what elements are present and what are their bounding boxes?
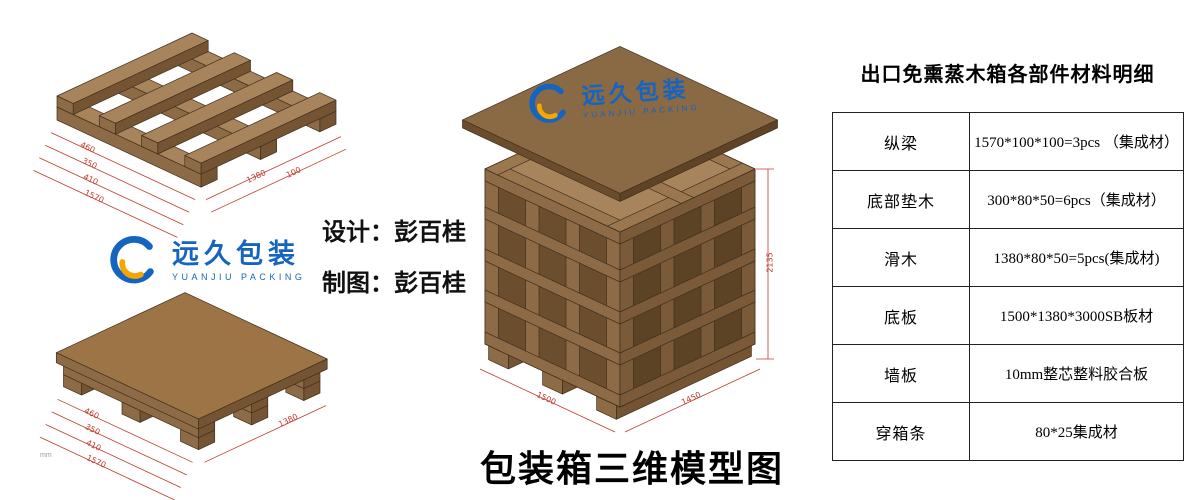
part-name-cell: 滑木 <box>832 228 970 287</box>
part-name-cell: 底板 <box>832 286 970 345</box>
table-row: 底部垫木 300*80*50=6pcs（集成材） <box>832 170 1184 229</box>
parts-table: 纵梁 1570*100*100=3pcs （集成材） 底部垫木 300*80*5… <box>832 112 1184 461</box>
drawing-title: 包装箱三维模型图 <box>479 448 784 489</box>
logo-swoosh-icon <box>110 236 154 284</box>
logo-name-en: YUANJIU PACKING <box>172 271 306 282</box>
logo-text: 远久包装 YUANJIU PACKING <box>172 239 306 282</box>
part-name-cell: 底部垫木 <box>832 170 970 229</box>
table-row: 滑木 1380*80*50=5pcs(集成材) <box>832 228 1184 287</box>
table-row: 纵梁 1570*100*100=3pcs （集成材） <box>832 112 1184 171</box>
part-name-cell: 纵梁 <box>832 112 970 171</box>
parts-table-title: 出口免熏蒸木箱各部件材料明细 <box>860 64 1155 86</box>
part-spec-cell: 1570*100*100=3pcs （集成材） <box>969 112 1184 171</box>
part-name-cell: 穿箱条 <box>832 402 970 461</box>
pallet-frame-drawing <box>33 32 347 238</box>
logo-blue-arc <box>110 236 154 284</box>
draft-credit: 制图：彭百桂 <box>322 271 466 297</box>
table-row: 底板 1500*1380*3000SB板材 <box>832 286 1184 345</box>
design-credit: 设计：彭百桂 <box>322 220 466 246</box>
logo-yellow-arc <box>119 259 144 279</box>
unit-footnote: mm <box>40 452 52 459</box>
logo-swoosh-icon <box>529 83 566 123</box>
table-row: 穿箱条 80*25集成材 <box>832 402 1184 461</box>
part-spec-cell: 80*25集成材 <box>969 402 1184 461</box>
dimension-label: 2135 <box>765 252 775 273</box>
crate-drawing <box>462 46 778 433</box>
part-spec-cell: 1500*1380*3000SB板材 <box>969 286 1184 345</box>
part-spec-cell: 300*80*50=6pcs（集成材） <box>969 170 1184 229</box>
pallet-deck-drawing <box>39 292 328 500</box>
part-name-cell: 墙板 <box>832 344 970 403</box>
table-row: 墙板 10mm整芯整料胶合板 <box>832 344 1184 403</box>
lid-logo: 远久包装 YUANJIU PACKING <box>523 70 701 130</box>
logo-blue-arc <box>529 83 566 123</box>
logo-text: 远久包装 YUANJIU PACKING <box>581 76 700 120</box>
part-spec-cell: 1380*80*50=5pcs(集成材) <box>969 228 1184 287</box>
logo-yellow-arc <box>537 103 558 120</box>
company-logo: 远久包装 YUANJIU PACKING <box>104 232 305 290</box>
logo-name-cn: 远久包装 <box>172 239 300 270</box>
credits: 设计：彭百桂 制图：彭百桂 <box>322 218 466 320</box>
part-spec-cell: 10mm整芯整料胶合板 <box>969 344 1184 403</box>
